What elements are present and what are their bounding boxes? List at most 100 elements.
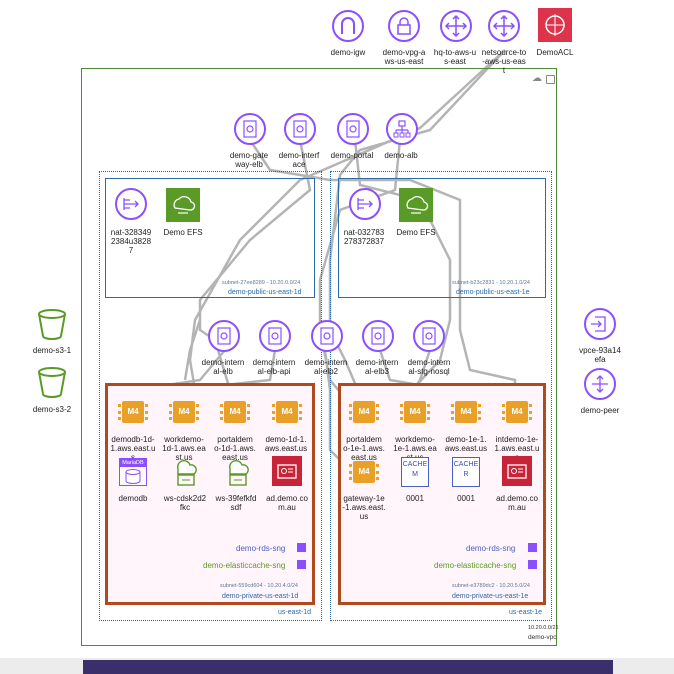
instance-label: portaldem o-1d-1.aws. east.us [214, 435, 256, 462]
acl-label: DemoACL [536, 48, 574, 57]
s3-label-1: demo-s3-1 [32, 346, 72, 355]
private-1d-name: demo-private-us-east-1d [222, 593, 299, 600]
row2-label: ad.demo.co m.au [266, 494, 308, 512]
load-balancer-icon[interactable] [362, 320, 394, 352]
nat-gateway-icon[interactable] [115, 188, 147, 220]
application-load-balancer-icon[interactable] [386, 113, 418, 145]
hq-label: hq-to-aws-u s-east [433, 48, 477, 66]
load-balancer-icon[interactable] [337, 113, 369, 145]
int-elb-label-4: demo-intern al-elb3 [355, 358, 399, 376]
public-1d-subnet-id: subnet-27ee8289 - 10.20.0.0/24 [222, 280, 301, 286]
ec2-instance-icon[interactable]: M4 [118, 401, 148, 423]
internet-gateway-icon[interactable] [332, 10, 364, 42]
row2-label: demodb [118, 494, 148, 503]
vpn-connection-icon-2[interactable] [488, 10, 520, 42]
nat-gateway-icon[interactable] [349, 188, 381, 220]
vpn-gateway-icon[interactable] [388, 10, 420, 42]
public-subnet-1d [105, 178, 315, 298]
vpg-label: demo-vpg-a ws-us-east [382, 48, 426, 66]
workspace-icon[interactable] [172, 457, 200, 487]
instance-label: portaldem o-1e-1.aws. east.us [343, 435, 385, 462]
row2-label: ad.demo.co m.au [496, 494, 538, 512]
vpn-connection-icon[interactable] [440, 10, 472, 42]
cache-sng-1e: demo-elasticcache-sng [434, 561, 517, 570]
row2-label: 0001 [457, 494, 475, 503]
ec2-instance-icon[interactable]: M4 [349, 401, 379, 423]
int-elb-label-3: demo-intern al-elb2 [304, 358, 348, 376]
ec2-instance-icon[interactable]: M4 [400, 401, 430, 423]
public-1e-name: demo-public-us-east-1e [456, 289, 530, 296]
private-1e-subnet-id: subnet-e3789dc2 - 10.20.5.0/24 [452, 583, 530, 589]
network-acl-icon[interactable] [538, 8, 572, 42]
lock-icon [546, 75, 555, 84]
az-1d-label: us-east-1d [278, 609, 312, 616]
instance-label: demo-1e-1. aws.east.us [444, 435, 488, 453]
row2-label: ws-39fefkfd sdf [215, 494, 257, 512]
s3-bucket-icon[interactable] [35, 366, 69, 398]
ec2-instance-icon[interactable]: M4 [451, 401, 481, 423]
vpc-endpoint-icon[interactable] [584, 308, 616, 340]
public-subnet-1e [338, 178, 546, 298]
int-elb-label-1: demo-intern al-elb [201, 358, 245, 376]
nat-1d-label: nat-328349 2384u3828 7 [110, 228, 152, 255]
public-1d-name: demo-public-us-east-1d [228, 289, 302, 296]
mariadb-icon[interactable]: MariaDB [119, 458, 147, 486]
vpc-boundary [81, 68, 557, 646]
rds-subnet-group-icon [528, 543, 537, 552]
elasticache-redis-icon[interactable]: CACHE R [452, 457, 480, 487]
az-1e-label: us-east-1e [509, 609, 543, 616]
cloud-icon: ☁ [532, 73, 542, 84]
vpc-name: demo-vpc [528, 634, 557, 641]
public-1e-subnet-id: subnet-b23c2831 - 10.20.1.0/24 [452, 280, 530, 286]
elb-label-2: demo-interf ace [278, 151, 320, 169]
igw-label: demo-igw [330, 48, 366, 57]
load-balancer-icon[interactable] [234, 113, 266, 145]
private-1d-subnet-id: subnet-559cd604 - 10.20.4.0/24 [220, 583, 298, 589]
cache-subnet-group-icon [528, 560, 537, 569]
rds-sng-1e: demo-rds-sng [466, 544, 516, 553]
workspace-icon[interactable] [224, 457, 252, 487]
elb-label-4: demo-alb [384, 151, 418, 160]
load-balancer-icon[interactable] [413, 320, 445, 352]
load-balancer-icon[interactable] [259, 320, 291, 352]
ec2-instance-icon[interactable]: M4 [169, 401, 199, 423]
az-1d-boundary [99, 171, 322, 621]
load-balancer-icon[interactable] [311, 320, 343, 352]
s3-bucket-icon[interactable] [35, 308, 69, 340]
nat-1e-label: nat-032783 278372837 [343, 228, 385, 246]
efs-icon[interactable] [399, 188, 433, 222]
load-balancer-icon[interactable] [284, 113, 316, 145]
int-elb-label-5: demo-intern al-stg-nosql [407, 358, 451, 376]
elb-label-3: demo-portal [330, 151, 374, 160]
netsource-label: netsource-to -aws-us-eas t [481, 48, 527, 75]
ec2-instance-icon[interactable]: M4 [272, 401, 302, 423]
row2-label: 0001 [406, 494, 424, 503]
elb-label-1: demo-gate way-elb [229, 151, 269, 169]
vpc-cidr: 10.20.0.0/21 [528, 625, 559, 631]
ec2-instance-icon[interactable]: M4 [349, 461, 379, 483]
ec2-instance-icon[interactable]: M4 [502, 401, 532, 423]
instance-label: workdemo- 1d-1.aws.ea st.us [162, 435, 206, 462]
s3-label-2: demo-s3-2 [32, 405, 72, 414]
elasticache-memcached-icon[interactable]: CACHE M [401, 457, 429, 487]
directory-service-icon[interactable] [502, 456, 532, 486]
mariadb-badge: MariaDB [120, 459, 146, 467]
load-balancer-icon[interactable] [208, 320, 240, 352]
instance-label: demodb-1d- 1.aws.east.u s [110, 435, 156, 462]
az-1e-boundary [330, 171, 552, 621]
efs-1e-label: Demo EFS [396, 228, 436, 237]
cache-subnet-group-icon [297, 560, 306, 569]
directory-service-icon[interactable] [272, 456, 302, 486]
int-elb-label-2: demo-intern al-elb-api [252, 358, 296, 376]
cache-sng-1d: demo-elasticcache-sng [203, 561, 286, 570]
row2-label: gateway-1e -1.aws.east. us [342, 494, 386, 521]
rds-subnet-group-icon [297, 543, 306, 552]
footer-bar [83, 660, 613, 674]
ec2-instance-icon[interactable]: M4 [220, 401, 250, 423]
private-1e-name: demo-private-us-east-1e [452, 593, 529, 600]
rds-sng-1d: demo-rds-sng [236, 544, 286, 553]
vpce-label: vpce-93a14 efa [579, 346, 621, 364]
peer-label: demo-peer [580, 406, 620, 415]
peering-icon[interactable] [584, 368, 616, 400]
efs-icon[interactable] [166, 188, 200, 222]
